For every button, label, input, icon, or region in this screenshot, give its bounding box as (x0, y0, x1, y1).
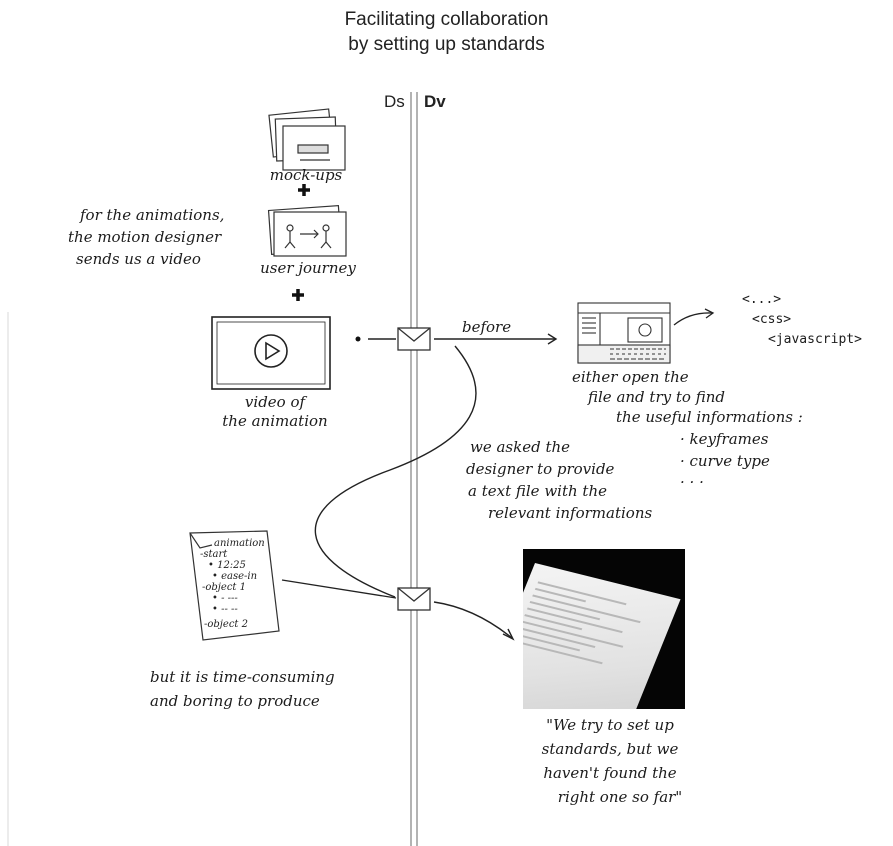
before-arrow (434, 333, 558, 345)
either-open-note-2: file and try to find (588, 388, 725, 406)
file-to-envelope-line (281, 579, 397, 599)
envelope-icon-2 (397, 587, 431, 611)
either-open-item-keyframes: · keyframes (680, 430, 769, 448)
document-photo (523, 549, 685, 709)
code-tag-javascript: <javascript> (768, 332, 862, 347)
before-label: before (462, 318, 512, 336)
page-subtitle: by setting up standards (348, 34, 545, 55)
asked-designer-note-1: we asked the (470, 438, 571, 456)
text-file-line: animation (214, 538, 265, 549)
envelope-icon (397, 327, 431, 351)
text-file-line: • 12:25 (208, 560, 246, 571)
page-title: Facilitating collaboration (344, 9, 549, 30)
time-consuming-note-2: and boring to produce (150, 692, 320, 710)
text-file-content: animation -start • 12:25 • ease-in -obje… (198, 538, 274, 630)
time-consuming-note-1: but it is time-consuming (150, 668, 335, 686)
code-tag-css: <css> (752, 312, 792, 327)
lane-label-designer: Ds (384, 92, 405, 111)
asked-designer-note-2: designer to provide (466, 460, 615, 478)
video-label-line1: video of (244, 393, 306, 411)
code-arrow (673, 312, 713, 326)
asked-designer-note-4: relevant informations (488, 504, 653, 522)
either-open-item-ellipsis: · · · (680, 473, 704, 491)
user-journey-sketch (267, 204, 347, 257)
user-journey-label: user journey (260, 259, 356, 277)
code-tag-generic: <...> (742, 292, 782, 307)
motion-designer-note-3: sends us a video (76, 250, 201, 268)
lane-label-developer: Dv (424, 92, 446, 111)
quote-line-2: standards, but we (541, 740, 679, 758)
text-file-line: -object 1 (202, 582, 246, 593)
asked-designer-note-3: a text file with the (468, 482, 607, 500)
quote-line-1: "We try to set up (546, 716, 674, 734)
code-editor-sketch (577, 302, 671, 364)
quote-line-4: right one so far" (557, 788, 683, 806)
text-file-sketch (189, 530, 280, 641)
plus-sign-1 (298, 184, 310, 196)
plus-sign-2 (292, 289, 304, 301)
either-open-note-1: either open the (572, 368, 689, 386)
flow-curve (314, 345, 477, 598)
text-file-line: • - --- (212, 593, 238, 604)
either-open-note-3: the useful informations : (616, 408, 803, 426)
video-sketch (211, 316, 331, 390)
text-file-line: -start (200, 549, 228, 560)
either-open-item-curve-type: · curve type (680, 452, 770, 470)
photo-arrow (433, 601, 513, 639)
text-file-line: -object 2 (204, 619, 248, 630)
motion-designer-note-1: for the animations, (80, 206, 225, 224)
video-label-line2: the animation (222, 412, 328, 430)
text-file-line: • ease-in (212, 571, 258, 582)
motion-designer-note-2: the motion designer (68, 228, 222, 246)
mockups-sketch (268, 108, 346, 171)
mockups-label: mock-ups (269, 166, 343, 184)
flow-start-dot (355, 336, 361, 342)
text-file-line: • -- -- (212, 604, 238, 615)
document-sheet (523, 563, 681, 709)
quote-line-3: haven't found the (543, 764, 677, 782)
